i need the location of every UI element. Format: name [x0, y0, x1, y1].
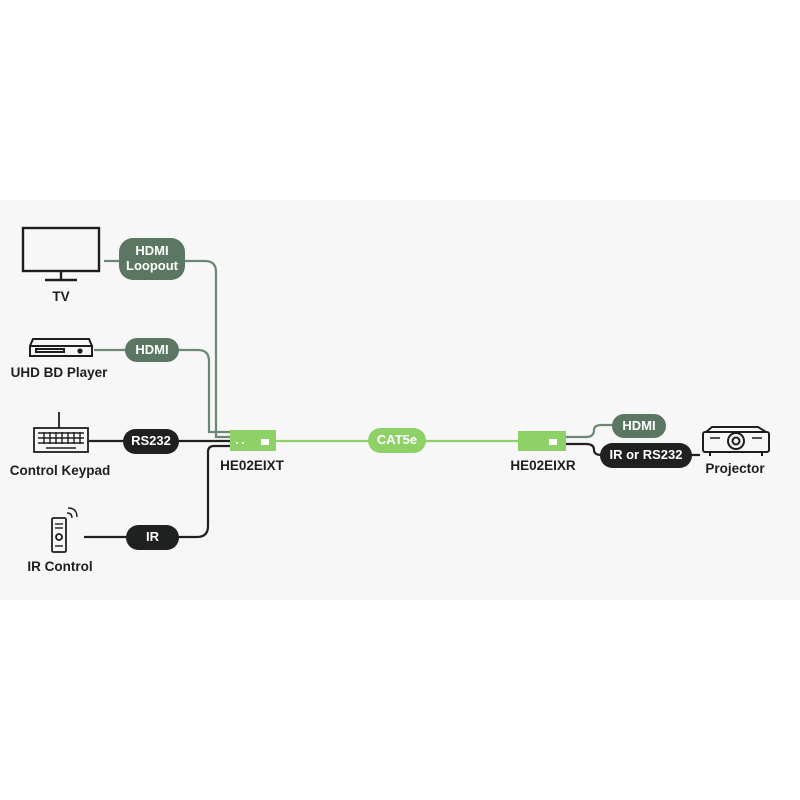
transmitter-label: HE02EIXT — [220, 458, 284, 473]
ir-line — [84, 444, 232, 539]
hdmi-loopout-pill: HDMI Loopout — [119, 238, 185, 280]
hdmi-loopout-line — [104, 259, 232, 439]
ir-pill: IR — [126, 525, 179, 550]
keypad-label: Control Keypad — [9, 463, 111, 478]
hdmi-source-pill: HDMI — [125, 338, 179, 362]
keypad-icon — [33, 412, 89, 453]
projector-label: Projector — [705, 461, 765, 476]
tv-label: TV — [52, 289, 70, 304]
ir-remote-icon — [51, 507, 78, 553]
hdmi-loopout-line1: HDMI — [135, 243, 169, 259]
rs232-pill: RS232 — [123, 429, 179, 454]
receiver-box — [518, 431, 566, 451]
bd-player-label: UHD BD Player — [10, 365, 108, 380]
ir-rs232-line — [566, 442, 700, 457]
hdmi-source-line — [94, 348, 232, 434]
tv-icon — [21, 226, 101, 282]
receiver-label: HE02EIXR — [510, 458, 576, 473]
hdmi-out-line — [566, 423, 665, 439]
hdmi-out-pill: HDMI — [612, 414, 666, 438]
projector-icon — [702, 426, 770, 456]
bd-player-icon — [29, 338, 93, 357]
cat5e-pill: CAT5e — [368, 428, 426, 453]
transmitter-box — [230, 430, 276, 451]
ir-or-rs232-pill: IR or RS232 — [600, 443, 692, 468]
ir-control-label: IR Control — [27, 559, 93, 574]
hdmi-loopout-line2: Loopout — [126, 258, 178, 273]
